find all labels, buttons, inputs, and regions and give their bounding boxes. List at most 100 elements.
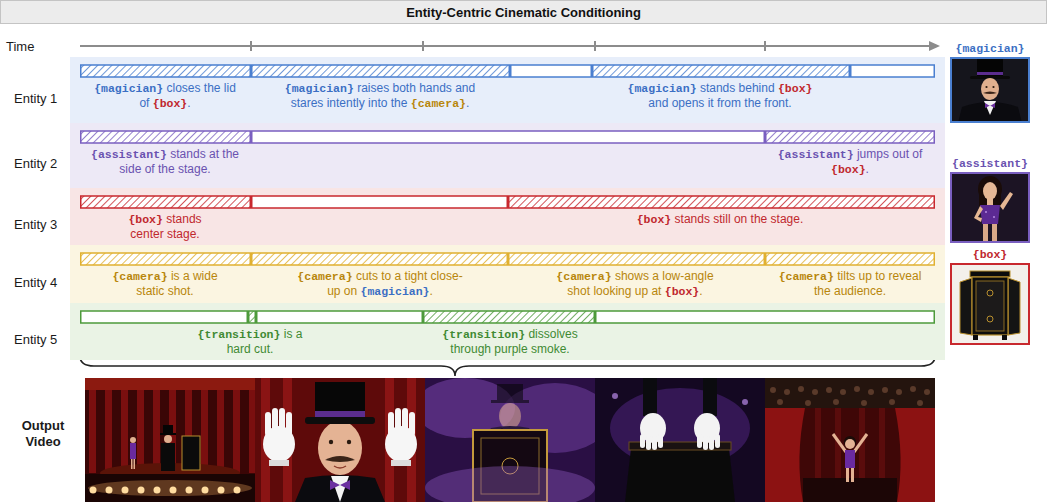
video-frame-wide: [90, 487, 241, 494]
video-frame-wide: [88, 480, 252, 496]
video-frame-smoke: [425, 466, 595, 502]
video-frame-reveal: [765, 378, 935, 502]
text-run: jumps out of: [854, 147, 923, 161]
video-frame-wide: [182, 436, 200, 470]
segment-caption: {magician} stands behind {box} and opens…: [618, 81, 823, 111]
video-frame-closeup: [286, 412, 292, 436]
video-frame-reveal: [851, 468, 854, 482]
video-frame-reveal: [895, 408, 935, 502]
video-frame-closeup: [330, 480, 350, 490]
magician-portrait: [977, 59, 1003, 77]
video-frame-closeup: [255, 378, 425, 502]
active-segment: [252, 253, 508, 265]
reference-frame: {magician}: [950, 57, 1030, 123]
video-frame-reveal: [815, 408, 821, 478]
text-run: Entity 1: [14, 91, 57, 106]
video-frame-closeup: [269, 460, 289, 466]
magician-portrait: [983, 92, 997, 95]
video-frame-reveal: [882, 387, 888, 393]
video-frame-closeup: [318, 421, 362, 475]
entity-token: {camera}: [112, 270, 167, 283]
magician-portrait: [981, 78, 999, 100]
idle-segment: [81, 311, 248, 323]
video-frame-wide: [160, 433, 176, 435]
video-frame-wide: [89, 378, 96, 473]
video-frame-closeup: [261, 378, 416, 502]
video-frame-reveal: [845, 439, 855, 449]
video-frame-closeup: [334, 466, 346, 468]
active-segment: [509, 196, 935, 208]
video-frame-closeup: [329, 440, 333, 444]
video-frame-wide: [89, 378, 256, 473]
video-frame-reveal: [770, 387, 776, 393]
video-frame-reveal: [889, 399, 895, 405]
video-frame-closeup: [255, 378, 425, 502]
magician-portrait: [985, 86, 987, 88]
entity-label: Entity 2: [14, 156, 68, 171]
figure-title: Entity-Centric Cinematic Conditioning: [0, 5, 1047, 20]
assistant-portrait: [950, 172, 1030, 243]
magician-portrait: [984, 101, 996, 115]
box-portrait: [950, 263, 1030, 345]
idle-segment: [252, 131, 765, 143]
box-portrait: [1002, 335, 1007, 340]
video-frame-closeup: [263, 408, 417, 462]
text-run: .: [699, 284, 702, 298]
video-frame-wide: [138, 487, 145, 494]
video-frame-wide: [130, 437, 136, 443]
active-segment: [509, 253, 765, 265]
video-frame-wide: [170, 487, 177, 494]
video-frame-reveal: [844, 436, 856, 448]
time-axis: [80, 45, 930, 47]
video-frame-hands: [595, 378, 765, 502]
entity-token: {assistant}: [91, 148, 167, 161]
text-run: .: [430, 284, 433, 298]
video-frame-reveal: [840, 389, 846, 395]
active-segment: [766, 131, 935, 143]
box-portrait: [970, 271, 1010, 277]
header-bar: [1, 1, 1047, 24]
text-run: .: [187, 96, 190, 110]
entity-token: {box}: [128, 213, 163, 226]
segment-caption: {box} stands still on the stage.: [570, 212, 870, 227]
segment-caption: {magician} closes the lid of {box}.: [90, 81, 240, 111]
text-run: Entity 3: [14, 217, 57, 232]
video-frame-reveal: [784, 389, 790, 395]
text-run: Entity 5: [14, 332, 57, 347]
video-frame-smoke: [415, 378, 610, 502]
segment-caption: {camera} shows a low-angle shot looking …: [548, 269, 723, 299]
entity-label: Entity 3: [14, 217, 68, 232]
video-frame-hands: [742, 399, 748, 405]
video-frame-wide: [201, 378, 208, 473]
box-portrait: [1008, 278, 1020, 335]
text-run: and opens it from the front.: [648, 96, 791, 110]
magician-portrait: [958, 102, 1022, 123]
active-segment: [766, 253, 935, 265]
idle-segment: [252, 196, 508, 208]
entity-label: Entity 4: [14, 275, 68, 290]
video-frame-closeup: [295, 475, 385, 502]
time-axis: [250, 41, 252, 51]
video-frame-wide: [233, 378, 240, 473]
entity-token: {box}: [778, 82, 813, 95]
time-axis: [764, 41, 766, 51]
video-frame-closeup: [255, 378, 425, 502]
video-frame-wide: [186, 487, 193, 494]
reference-label: {magician}: [936, 41, 1044, 56]
idle-segment: [257, 311, 423, 323]
video-frame-reveal: [826, 387, 832, 393]
video-frame-closeup: [409, 412, 415, 436]
video-frame-closeup: [391, 460, 411, 466]
video-frame-reveal: [833, 434, 846, 452]
segment-caption: {transition} dissolves through purple sm…: [425, 327, 595, 357]
entity-token: {magician}: [94, 82, 163, 95]
video-frame-wide: [130, 443, 136, 459]
video-frame-hands: [643, 378, 657, 416]
video-frame-reveal: [812, 389, 818, 395]
video-frame-smoke: [491, 400, 529, 403]
segment-caption: {camera} tilts up to reveal the audience…: [775, 269, 925, 299]
box-portrait: [960, 278, 972, 335]
video-frame-wide: [153, 378, 160, 473]
video-frame-hands: [658, 434, 663, 448]
active-segment: [81, 253, 251, 265]
